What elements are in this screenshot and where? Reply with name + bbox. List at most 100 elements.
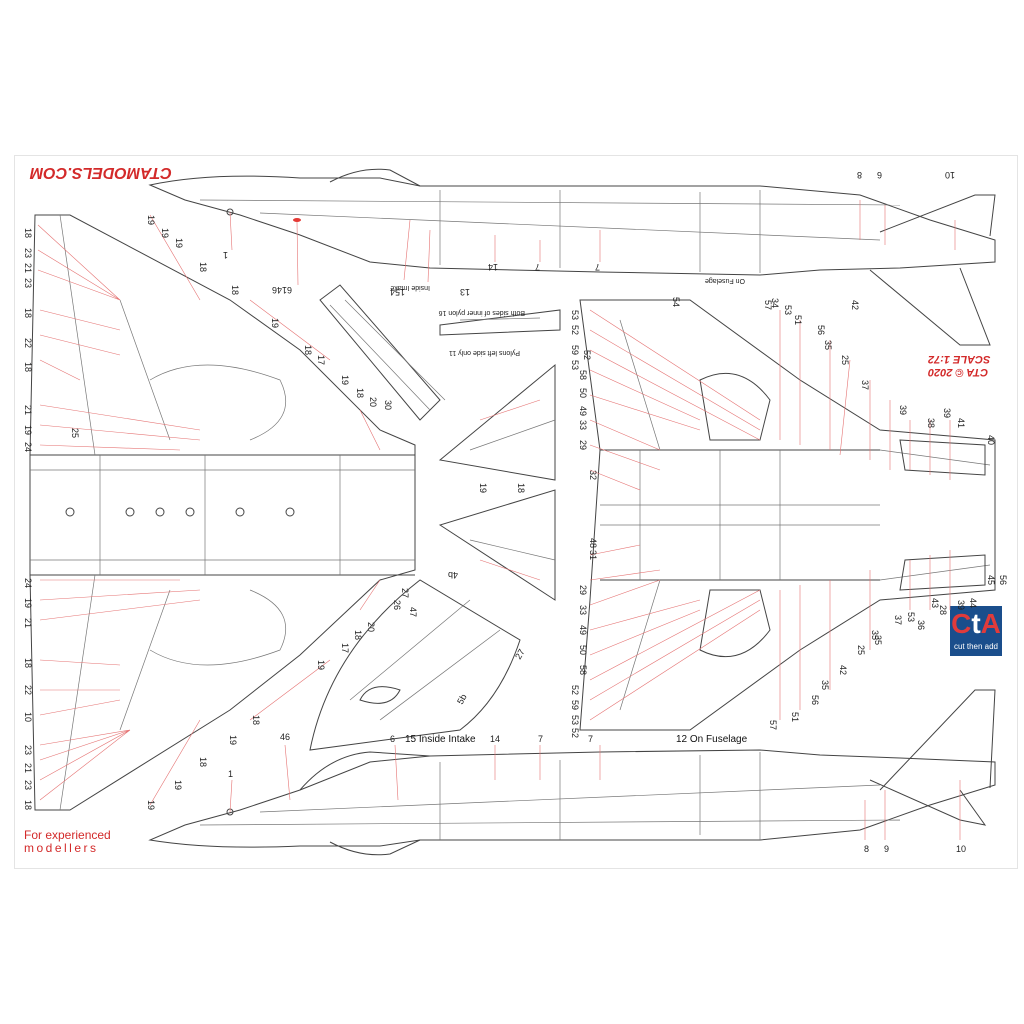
num: 52: [582, 350, 592, 360]
num: 20: [368, 397, 378, 407]
num: 35: [873, 635, 883, 645]
num: 38: [926, 418, 936, 428]
num: 52: [570, 685, 580, 695]
num: 35: [870, 630, 880, 640]
num: 43: [930, 598, 940, 608]
num: 53: [906, 612, 916, 622]
num: 27: [513, 647, 527, 661]
num: 13: [460, 287, 470, 297]
num: 19: [340, 375, 350, 385]
num: 49: [578, 406, 588, 416]
num: 31: [588, 550, 598, 560]
inside-intake-callout: 15 Inside Intake: [405, 734, 476, 745]
num: 18: [23, 228, 33, 238]
num: 14: [488, 262, 498, 272]
num: 18: [355, 388, 365, 398]
num: 19: [270, 318, 280, 328]
left-planform: [29, 214, 416, 811]
num: 7: [538, 734, 543, 744]
bottom-side-profile: [148, 689, 996, 856]
top-side-profile: [148, 168, 996, 346]
num: 6: [390, 734, 395, 744]
logo-letter-c: C: [951, 608, 972, 639]
num: 25: [840, 355, 850, 365]
num: 18: [23, 658, 33, 668]
cta-logo-mark: CtA: [950, 608, 1002, 640]
num: 17: [316, 355, 326, 365]
canopy-detail: 4b 27 5b: [309, 570, 527, 751]
pylons-detail: Both sides of inner pylon 16 Pylons left…: [319, 284, 561, 421]
top-profile-numbers: 1 61 46 15 4 Inside Intake 13 14 7 7 8 6…: [223, 170, 955, 297]
num: 29: [578, 585, 588, 595]
num: 30: [383, 400, 393, 410]
num: 19: [160, 228, 170, 238]
num: 22: [23, 685, 33, 695]
num: 58: [578, 665, 588, 675]
num: 50: [578, 388, 588, 398]
num: 18: [251, 715, 261, 725]
num: 52: [570, 728, 580, 738]
num: 46: [280, 732, 290, 742]
num: 51: [793, 315, 803, 325]
num: 59: [570, 345, 580, 355]
pylon-inner-note: Both sides of inner pylon 16: [439, 309, 525, 316]
num: 18: [23, 362, 33, 372]
num: 53: [570, 360, 580, 370]
num: 8: [857, 170, 862, 180]
num: 17: [340, 643, 350, 653]
num: 19: [23, 598, 33, 608]
num: 42: [838, 665, 848, 675]
logo-letter-a: A: [980, 608, 1001, 639]
experience-line-2: modellers: [24, 841, 99, 855]
num: 26: [392, 600, 402, 610]
num: 57: [763, 300, 773, 310]
num: 32: [588, 470, 598, 480]
num: 18: [198, 262, 208, 272]
num: 54: [671, 297, 681, 307]
num: 59: [570, 700, 580, 710]
num: 23: [23, 745, 33, 755]
num: 21: [23, 405, 33, 415]
num: 1: [223, 250, 228, 260]
num: 19: [174, 238, 184, 248]
num: 42: [850, 300, 860, 310]
num: 37: [893, 615, 903, 625]
num: 21: [23, 263, 33, 273]
num: 56: [816, 325, 826, 335]
num: 9: [884, 844, 889, 854]
num: 23: [23, 248, 33, 258]
num: 40: [986, 435, 996, 445]
experience-note: For experienced modellers: [24, 829, 111, 855]
left-wing-top-numbers: 18 23 21 23 18 22 18 21 19 24 25 19 19 1…: [23, 215, 393, 452]
num: 28: [938, 605, 948, 615]
num: 1: [228, 769, 233, 779]
num: 61: [282, 285, 292, 295]
num: 53: [570, 310, 580, 320]
num: 19: [23, 425, 33, 435]
on-fuselage-callout: 12 On Fuselage: [676, 734, 748, 745]
num: 53: [783, 305, 793, 315]
logo-letter-t: t: [971, 608, 981, 639]
num: 23: [23, 278, 33, 288]
num: 18: [23, 308, 33, 318]
num: 15: [395, 287, 405, 297]
num: 34: [770, 298, 780, 308]
num: 7: [588, 734, 593, 744]
num: 18: [353, 630, 363, 640]
stabilizers: 19 18: [438, 363, 556, 601]
num: 7: [535, 262, 540, 272]
num: 4b: [448, 570, 458, 580]
num: 5b: [455, 692, 469, 706]
num: 14: [490, 734, 500, 744]
num: 44: [968, 598, 978, 608]
num: 21: [23, 618, 33, 628]
num: 53: [570, 715, 580, 725]
num: 22: [23, 338, 33, 348]
num: 18: [198, 757, 208, 767]
left-wing-bottom-numbers: 24 19 21 18 22 10 23 21 23 18 19 19 18 1…: [23, 578, 418, 810]
num: 10: [23, 712, 33, 722]
num: 20: [366, 622, 376, 632]
num: 49: [578, 625, 588, 635]
num: 18: [303, 345, 313, 355]
